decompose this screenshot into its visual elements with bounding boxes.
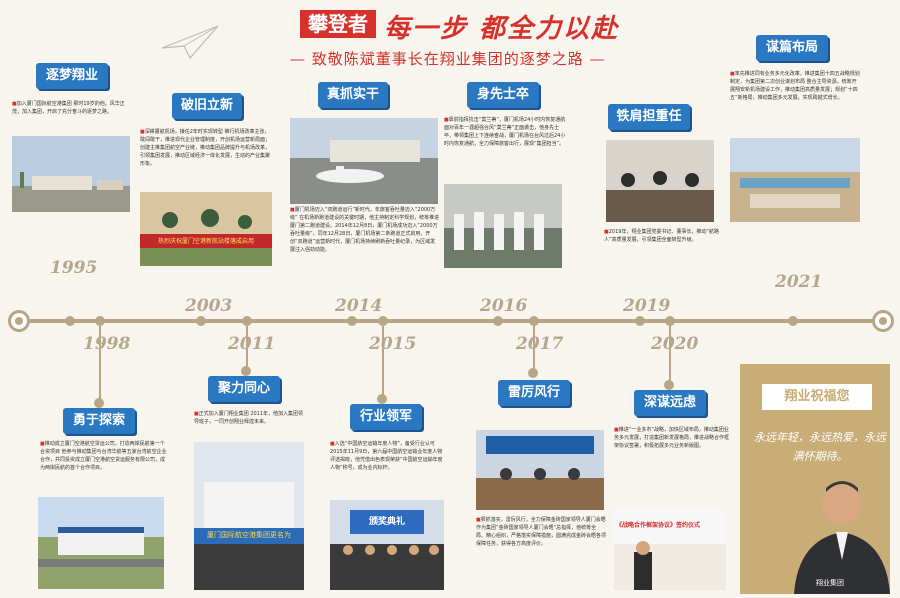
milestone-title-2020: 深谋远虑: [634, 390, 706, 416]
node-2015-end: [377, 394, 387, 404]
node-2003: [196, 316, 206, 326]
node-1998: [95, 316, 105, 326]
milestone-title-2019: 铁肩担重任: [608, 104, 690, 130]
milestone-text-2021: ■率先推进同有业务多元化改革，推进集团十四五战略规划制定，为集团第二次创业谋划布…: [730, 71, 860, 101]
stem-2011: [246, 326, 248, 370]
node-2015: [378, 316, 388, 326]
node-2014: [347, 316, 357, 326]
node-2016: [493, 316, 503, 326]
title-badge: 攀登者: [300, 10, 376, 38]
milestone-title-1998: 勇于探索: [63, 408, 135, 434]
year-1998: 1998: [83, 334, 131, 354]
year-2011: 2011: [228, 334, 276, 354]
milestone-text-2019: ■2019年，翔业集团党委书记、董事长，推动“航路人”高质量发展，引领集团全面转…: [604, 229, 720, 243]
milestone-text-2003: ■深耕厦航机场，接任2年时实现转型 推行机场改革主张，敢闯敢干，推进现代企业管理…: [140, 129, 271, 167]
milestone-text-2020: ■推进“一业多市”战略，加快区域布局，推动集团业务多元发展，打造集团新发展格局，…: [614, 427, 730, 449]
timeline-axis: [20, 319, 882, 323]
milestone-text-1998: ■推动成立厦门空港航空货运公司，打造两岸民航第一个合资项目 他参与推动集团与台湾…: [40, 441, 167, 471]
stem-1998: [99, 326, 101, 402]
node-2020: [665, 316, 675, 326]
milestone-text-1995: ■加入厦门国际航空港集团 那时19岁的他，风华正茂，加入集团，开启了充分奋斗的逐…: [12, 101, 125, 115]
milestone-text-2011: ■正式加入厦门翔业集团 2011年，他加入集团领导班子，一同开创翔业辉煌未来。: [194, 411, 304, 425]
year-2020: 2020: [651, 334, 699, 354]
screen-text-2020: 《战略合作框架协议》签约仪式: [616, 522, 701, 529]
blessing-title: 翔业祝福您: [762, 384, 872, 410]
node-2011: [242, 316, 252, 326]
stem-2020: [669, 326, 671, 384]
photo-2019-conference: [606, 140, 714, 222]
year-2016: 2016: [480, 296, 528, 316]
chairman-badge-text: 翔业集团: [816, 579, 844, 587]
milestone-text-2016: ■靠前指挥抗击“莫兰蒂”，厦门机场24小时内恢复通航 面对百年一遇超强台风“莫兰…: [444, 117, 566, 147]
year-2019: 2019: [623, 296, 671, 316]
year-2003: 2003: [185, 296, 233, 316]
node-2011-end: [241, 366, 251, 376]
year-2014: 2014: [335, 296, 383, 316]
year-2021: 2021: [775, 272, 823, 292]
node-1998-end: [94, 398, 104, 408]
photo-2017-meeting: [476, 430, 604, 510]
page-title: 每一步 都全力以赴: [384, 14, 620, 44]
photo-2016-typhoon: [444, 184, 562, 268]
year-2015: 2015: [369, 334, 417, 354]
node-1995: [65, 316, 75, 326]
stem-2015: [382, 326, 384, 398]
photo-2020-signing: 《战略合作框架协议》签约仪式: [614, 508, 726, 590]
blessing-text: 永远年轻，永远热爱，永远满怀期待。: [754, 431, 886, 463]
milestone-title-2016: 身先士卒: [467, 82, 539, 108]
sign-text-2011: 厦门国际航空港集团更名为: [207, 531, 291, 539]
milestone-title-2014: 真抓实干: [318, 82, 388, 108]
milestone-title-2017: 雷厉风行: [498, 380, 570, 406]
photo-2014-terminal: [290, 118, 438, 204]
milestone-text-2014: ■厦门机场迈入“双跑道运行”新时代，年旅客吞吐量迈入“2000万级” 在机场新跑…: [290, 207, 440, 253]
photo-2003-ceremony: 热烈庆祝厦门空港新航站楼落成启用: [140, 192, 272, 266]
photo-2015-award: 颁奖典礼: [330, 500, 444, 590]
stem-2017: [533, 326, 535, 372]
node-2017: [529, 316, 539, 326]
timeline-start-cap: [8, 310, 30, 332]
year-2017: 2017: [516, 334, 564, 354]
paper-plane-icon: [160, 22, 220, 62]
page-subtitle: — 致敬陈斌董事长在翔业集团的逐梦之路 —: [290, 50, 606, 68]
milestone-text-2015: ■入选“中国航空运输年度人物”，备受行业认可 2015年11月9日，第六届中国航…: [330, 441, 443, 471]
stage-text-2015: 颁奖典礼: [368, 517, 405, 527]
milestone-title-2003: 破旧立新: [172, 93, 242, 119]
milestone-title-1995: 逐梦翔业: [36, 63, 108, 89]
year-1995: 1995: [50, 258, 98, 278]
node-2021: [788, 316, 798, 326]
photo-1998-cargo: [38, 497, 164, 589]
milestone-title-2015: 行业领军: [350, 404, 422, 430]
photo-2011-rename: 厦门国际航空港集团更名为: [194, 442, 304, 590]
photo-1995-airport: [12, 136, 130, 212]
node-2020-end: [664, 380, 674, 390]
node-2017-end: [528, 368, 538, 378]
chairman-portrait: [790, 470, 890, 594]
node-2019: [635, 316, 645, 326]
milestone-title-2021: 谋篇布局: [756, 35, 828, 61]
banner-text-2003: 热烈庆祝厦门空港新航站楼落成启用: [157, 238, 254, 245]
milestone-title-2011: 聚力同心: [208, 376, 280, 402]
milestone-text-2017: ■狠抓落实，雷厉风行，全力保障金砖国家领导人厦门会晤 作为集团“金砖国家领导人厦…: [476, 517, 606, 547]
photo-2021-construction: [730, 138, 860, 222]
timeline-end-cap: [872, 310, 894, 332]
